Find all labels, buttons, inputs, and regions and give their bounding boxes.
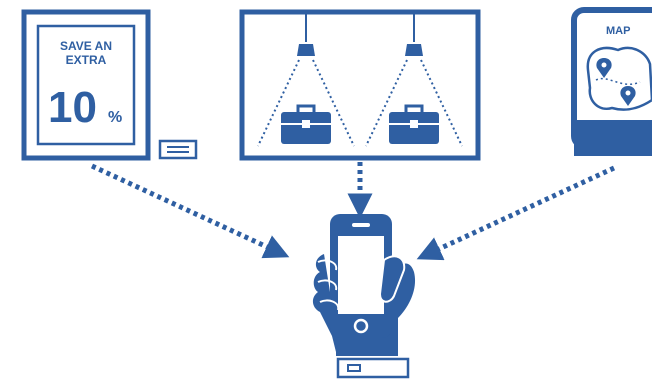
promo-poster: SAVE AN EXTRA 10 % (21, 9, 151, 161)
map-pin-icon (620, 86, 636, 106)
beacon-icon (336, 357, 410, 379)
poster-percent-sign: % (108, 109, 122, 126)
arrow-poster-to-phone (90, 163, 290, 259)
store-display (239, 9, 481, 161)
hand-holding-phone (312, 214, 416, 356)
arrow-kiosk-to-phone (416, 165, 616, 261)
poster-line-1: SAVE AN (60, 39, 112, 53)
poster-line-2: EXTRA (66, 53, 107, 67)
map-outline (586, 46, 652, 111)
spotlight-icon (365, 14, 463, 147)
briefcase-icon (389, 104, 439, 144)
spotlight-icon (257, 14, 355, 147)
map-pin-icon (596, 58, 612, 78)
map-kiosk: MAP (571, 7, 652, 156)
map-label: MAP (606, 25, 630, 37)
briefcase-icon (281, 104, 331, 144)
poster-discount-number: 10 (48, 83, 97, 132)
card-reader-icon (158, 139, 198, 160)
